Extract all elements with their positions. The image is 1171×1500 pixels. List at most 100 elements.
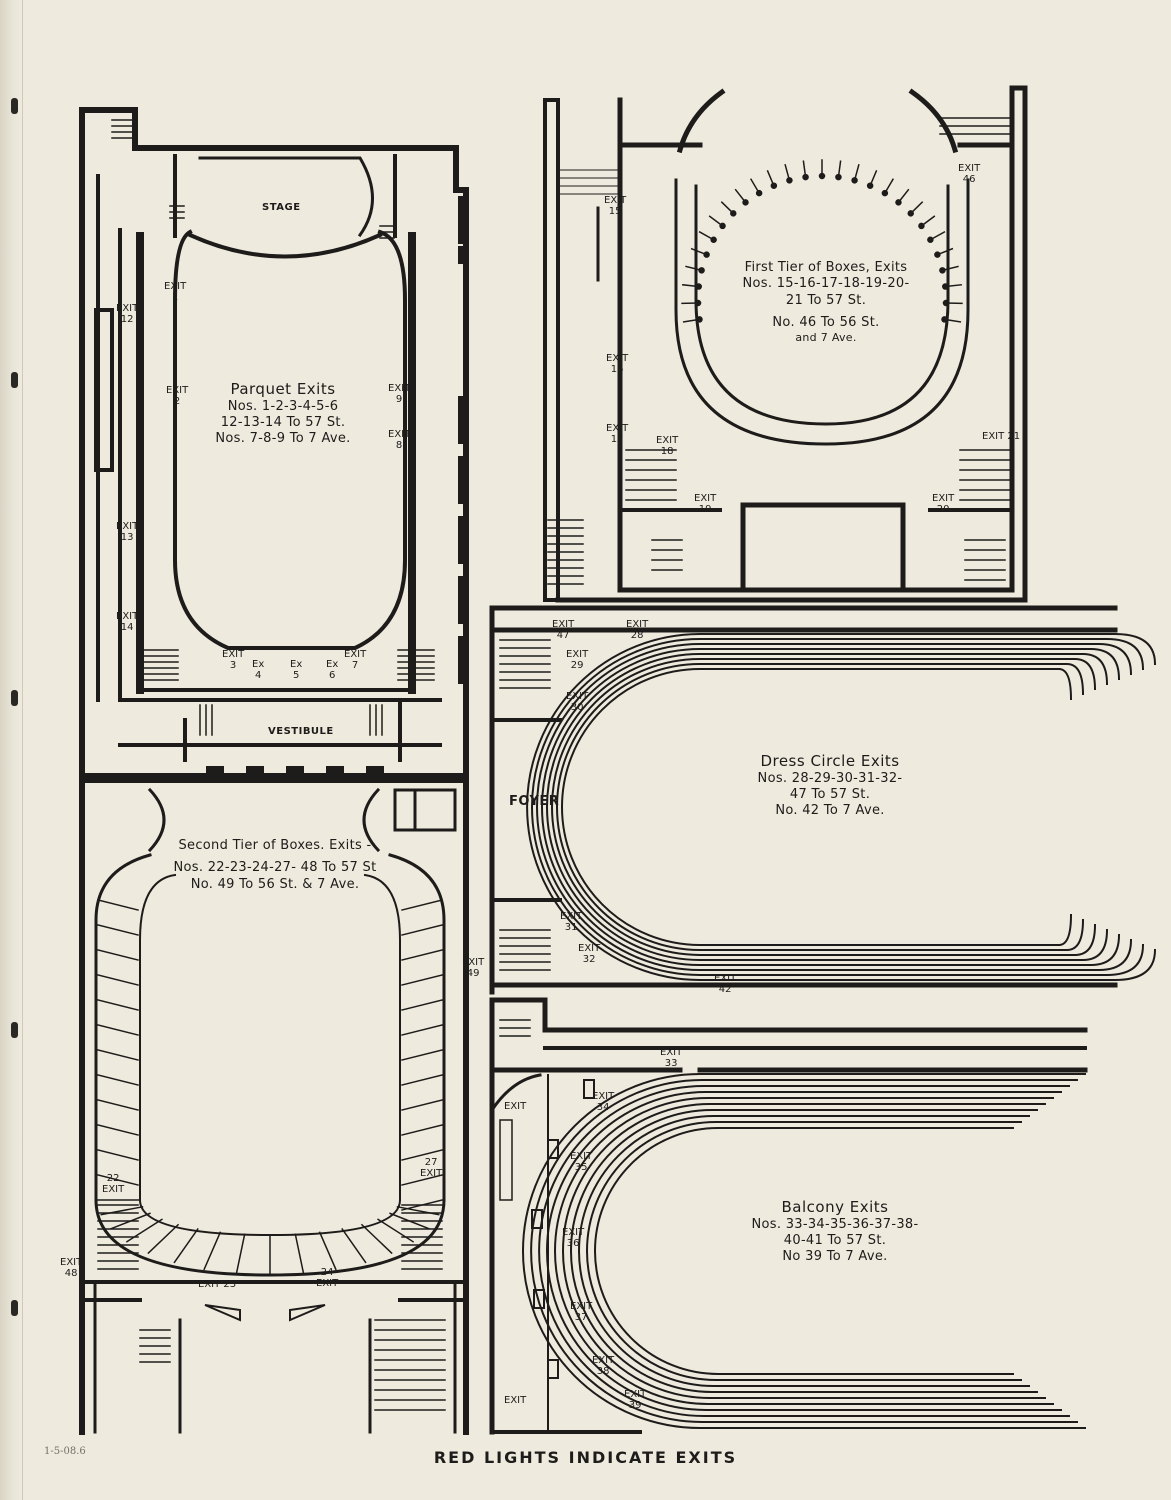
box-divider [125,1218,163,1243]
box-light [786,177,793,184]
box-divider [377,1218,415,1243]
seating-row-end [1105,637,1145,671]
first-tier-line: 21 To 57 St. [785,292,867,308]
box-light [851,177,858,184]
box-light [866,182,874,189]
balcony-plan [489,997,1088,1435]
binding-stitch [11,372,18,388]
seating-row [594,1127,1014,1375]
seating-row-end [1057,913,1073,947]
box-divider [389,1212,430,1230]
exit-label: EXIT 21 [982,431,1021,442]
parquet-plan [79,107,469,779]
seating-row [546,1091,1062,1411]
box-light [719,222,726,230]
seating-row-end [1065,918,1085,952]
seating-row-end [1105,943,1145,977]
seating-row [541,648,1092,966]
exit-label: EXIT [504,1395,527,1406]
box-divider [360,1223,393,1255]
seating-row-end [1073,657,1097,691]
vestibule-label: VESTIBULE [268,726,334,737]
box-divider [97,1149,139,1161]
box-divider [203,1231,222,1271]
second-tier-legend: Second Tier of Boxes. Exits - Nos. 22-23… [140,838,410,893]
box-divider [401,949,443,961]
balcony-line: Nos. 33-34-35-36-37-38- [751,1216,919,1232]
stage-label: STAGE [262,202,301,213]
balcony-line: No 39 To 7 Ave. [782,1249,888,1265]
second-tier-line: No. 49 To 56 St. & 7 Ave. [190,876,360,892]
seating-row-end [1097,938,1133,972]
first-tier-line: No. 46 To 56 St. [772,314,880,330]
box-light [698,267,705,274]
box-divider [97,924,139,936]
box-light [835,173,842,181]
box-light [818,172,826,180]
second-tier-title: Second Tier of Boxes. Exits - [178,838,372,853]
box-divider [294,1233,305,1275]
balcony-box [583,1079,595,1099]
first-tier-line: Nos. 15-16-17-18-19-20- [742,276,910,292]
first-tier-plan [543,85,1028,603]
binding-stitch [11,98,18,114]
foyer-label: FOYER [509,794,560,809]
balcony-legend: Balcony Exits Nos. 33-34-35-36-37-38- 40… [735,1198,935,1266]
box-light [895,199,902,206]
seating-row-end [1081,928,1109,962]
dress-circle-line: No. 42 To 7 Ave. [775,803,885,819]
box-divider [97,949,139,961]
binding-stitch [11,1300,18,1316]
box-divider [235,1233,246,1275]
seating-row-end [1057,667,1073,701]
seating-row-end [1073,923,1097,957]
box-light [730,210,737,217]
box-light [939,267,946,274]
seating-row [551,658,1076,956]
seating-row [562,1103,1046,1399]
box-divider [100,1205,144,1216]
box-divider [318,1231,337,1271]
dress-circle-title: Dress Circle Exits [760,752,900,770]
seating-row [536,643,1100,971]
box-divider [147,1223,180,1255]
box-light [694,299,702,307]
seating-row-end [1089,647,1121,681]
balcony-box [533,1289,545,1309]
box-divider [97,1174,139,1186]
binding-stitch [11,690,18,706]
first-tier-line: and 7 Ave. [795,331,857,344]
second-tier-line: Nos. 22-23-24-27- 48 To 57 St [173,860,377,876]
box-divider [401,924,443,936]
box-light [942,299,950,307]
box-divider [401,974,443,986]
pencil-annotation: 1-5-08.6 [44,1446,86,1457]
box-light [942,283,949,290]
exit-label: EXIT [504,1101,527,1112]
